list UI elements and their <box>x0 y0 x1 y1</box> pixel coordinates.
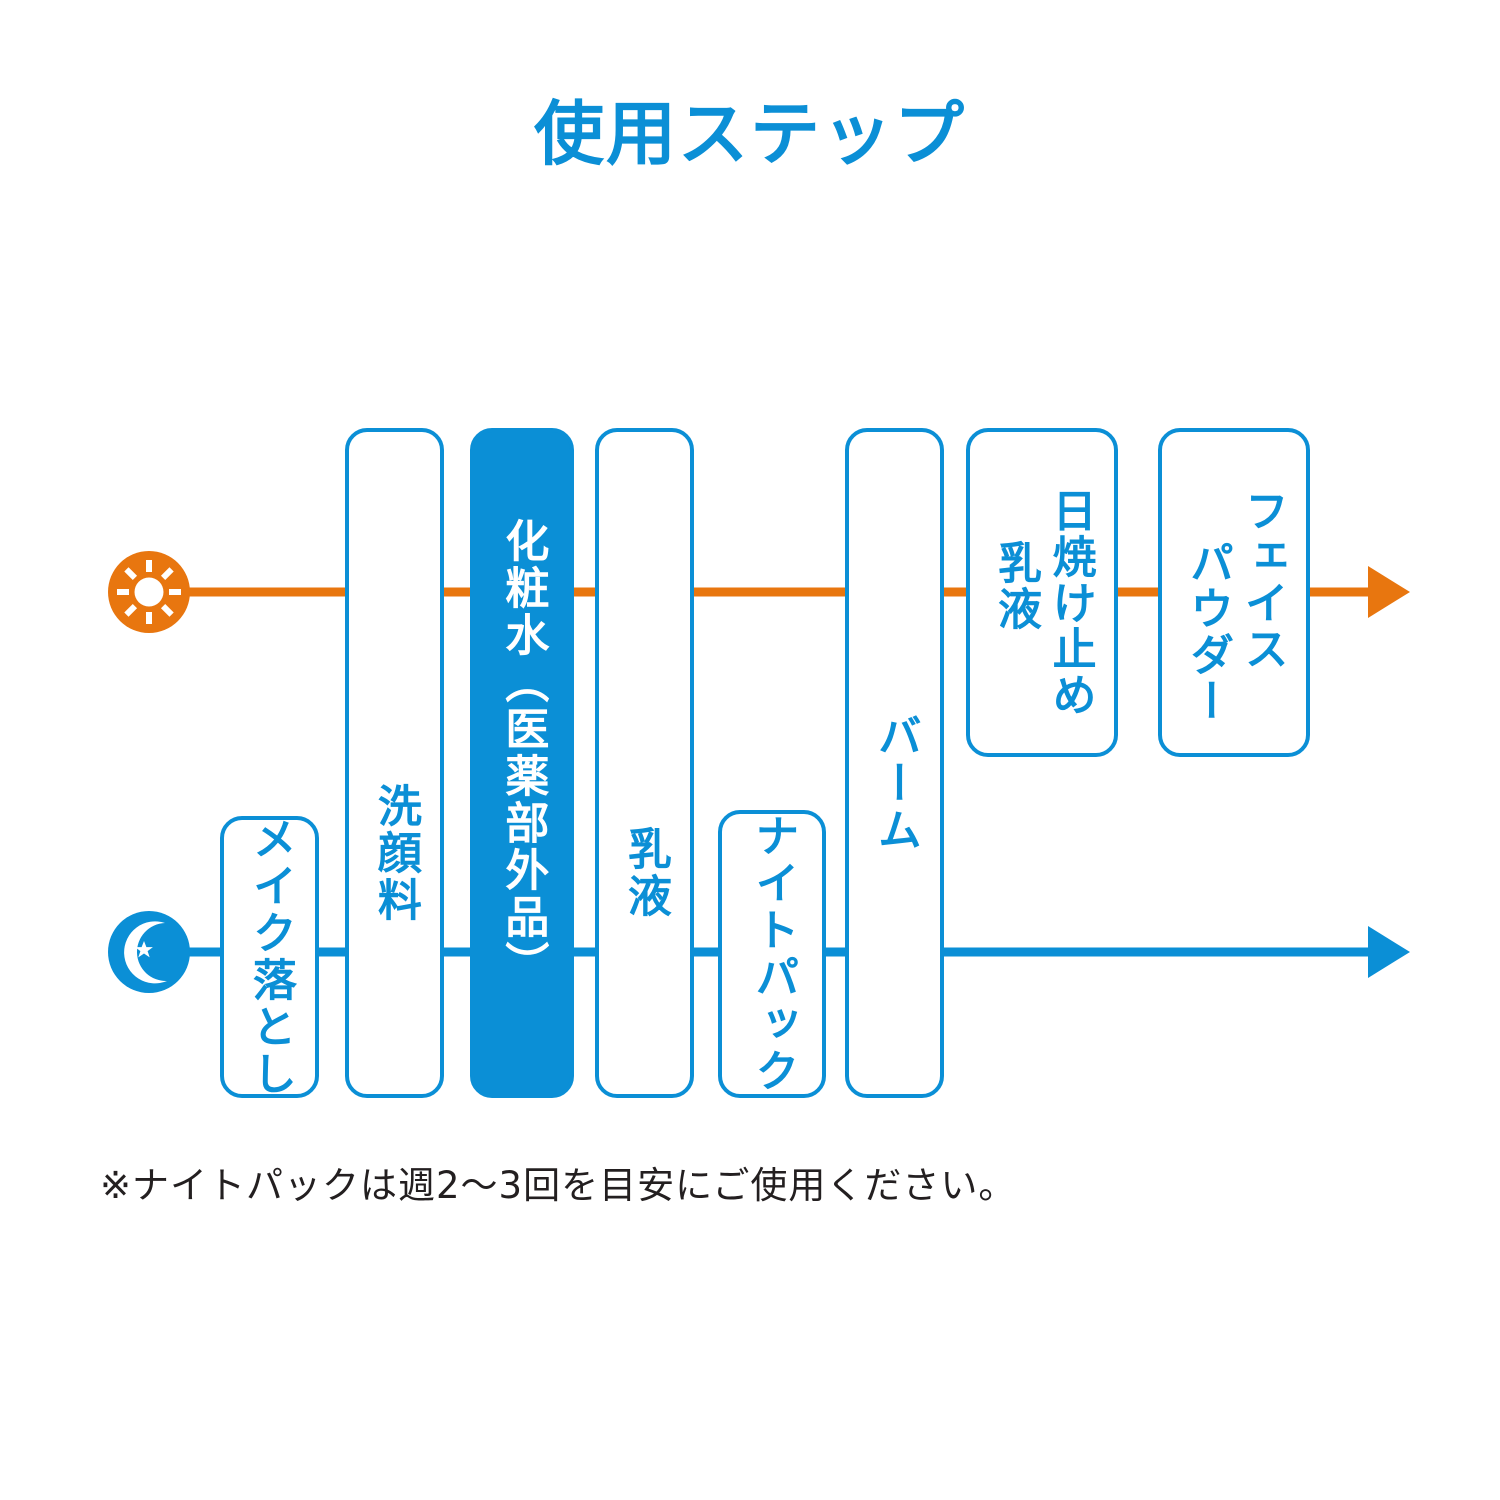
step-box-night-pack[interactable]: ナイトパック <box>718 810 826 1098</box>
step-label-face-powder-columns: フェイス パウダー <box>1162 432 1306 753</box>
step-label-sunscreen-line1: 日焼け止め <box>1044 488 1096 718</box>
step-label-night-pack: ナイトパック <box>747 813 799 1095</box>
step-label-sunscreen-line2: 乳液 <box>990 540 1041 632</box>
step-box-balm[interactable]: バーム <box>845 428 944 1098</box>
sun-icon <box>108 551 190 633</box>
step-label-face-powder-line1: フェイス <box>1236 488 1288 672</box>
step-box-sunscreen[interactable]: 日焼け止め 乳液 <box>966 428 1118 757</box>
step-label-face-wash: 洗顔料 <box>369 782 421 924</box>
step-label-makeup-remover: メイク落とし <box>244 816 296 1098</box>
day-flow-arrowhead <box>1368 566 1410 618</box>
step-label-lotion: 化粧水（医薬部外品） <box>497 518 549 988</box>
step-box-face-wash[interactable]: 洗顔料 <box>345 428 444 1098</box>
step-label-face-powder-line2: パウダー <box>1182 540 1233 724</box>
night-flow-arrowhead <box>1368 926 1410 978</box>
step-box-face-powder[interactable]: フェイス パウダー <box>1158 428 1310 757</box>
moon-icon <box>108 911 190 993</box>
step-label-emulsion: 乳液 <box>619 826 671 920</box>
step-label-sunscreen-columns: 日焼け止め 乳液 <box>970 432 1114 753</box>
step-box-lotion[interactable]: 化粧水（医薬部外品） <box>470 428 574 1098</box>
page-title: 使用ステップ <box>534 93 966 175</box>
footnote-text: ※ナイトパックは週2〜3回を目安にご使用ください。 <box>100 1164 1017 1207</box>
step-box-makeup-remover[interactable]: メイク落とし <box>220 816 319 1098</box>
step-box-emulsion[interactable]: 乳液 <box>595 428 694 1098</box>
step-label-balm: バーム <box>869 712 921 854</box>
